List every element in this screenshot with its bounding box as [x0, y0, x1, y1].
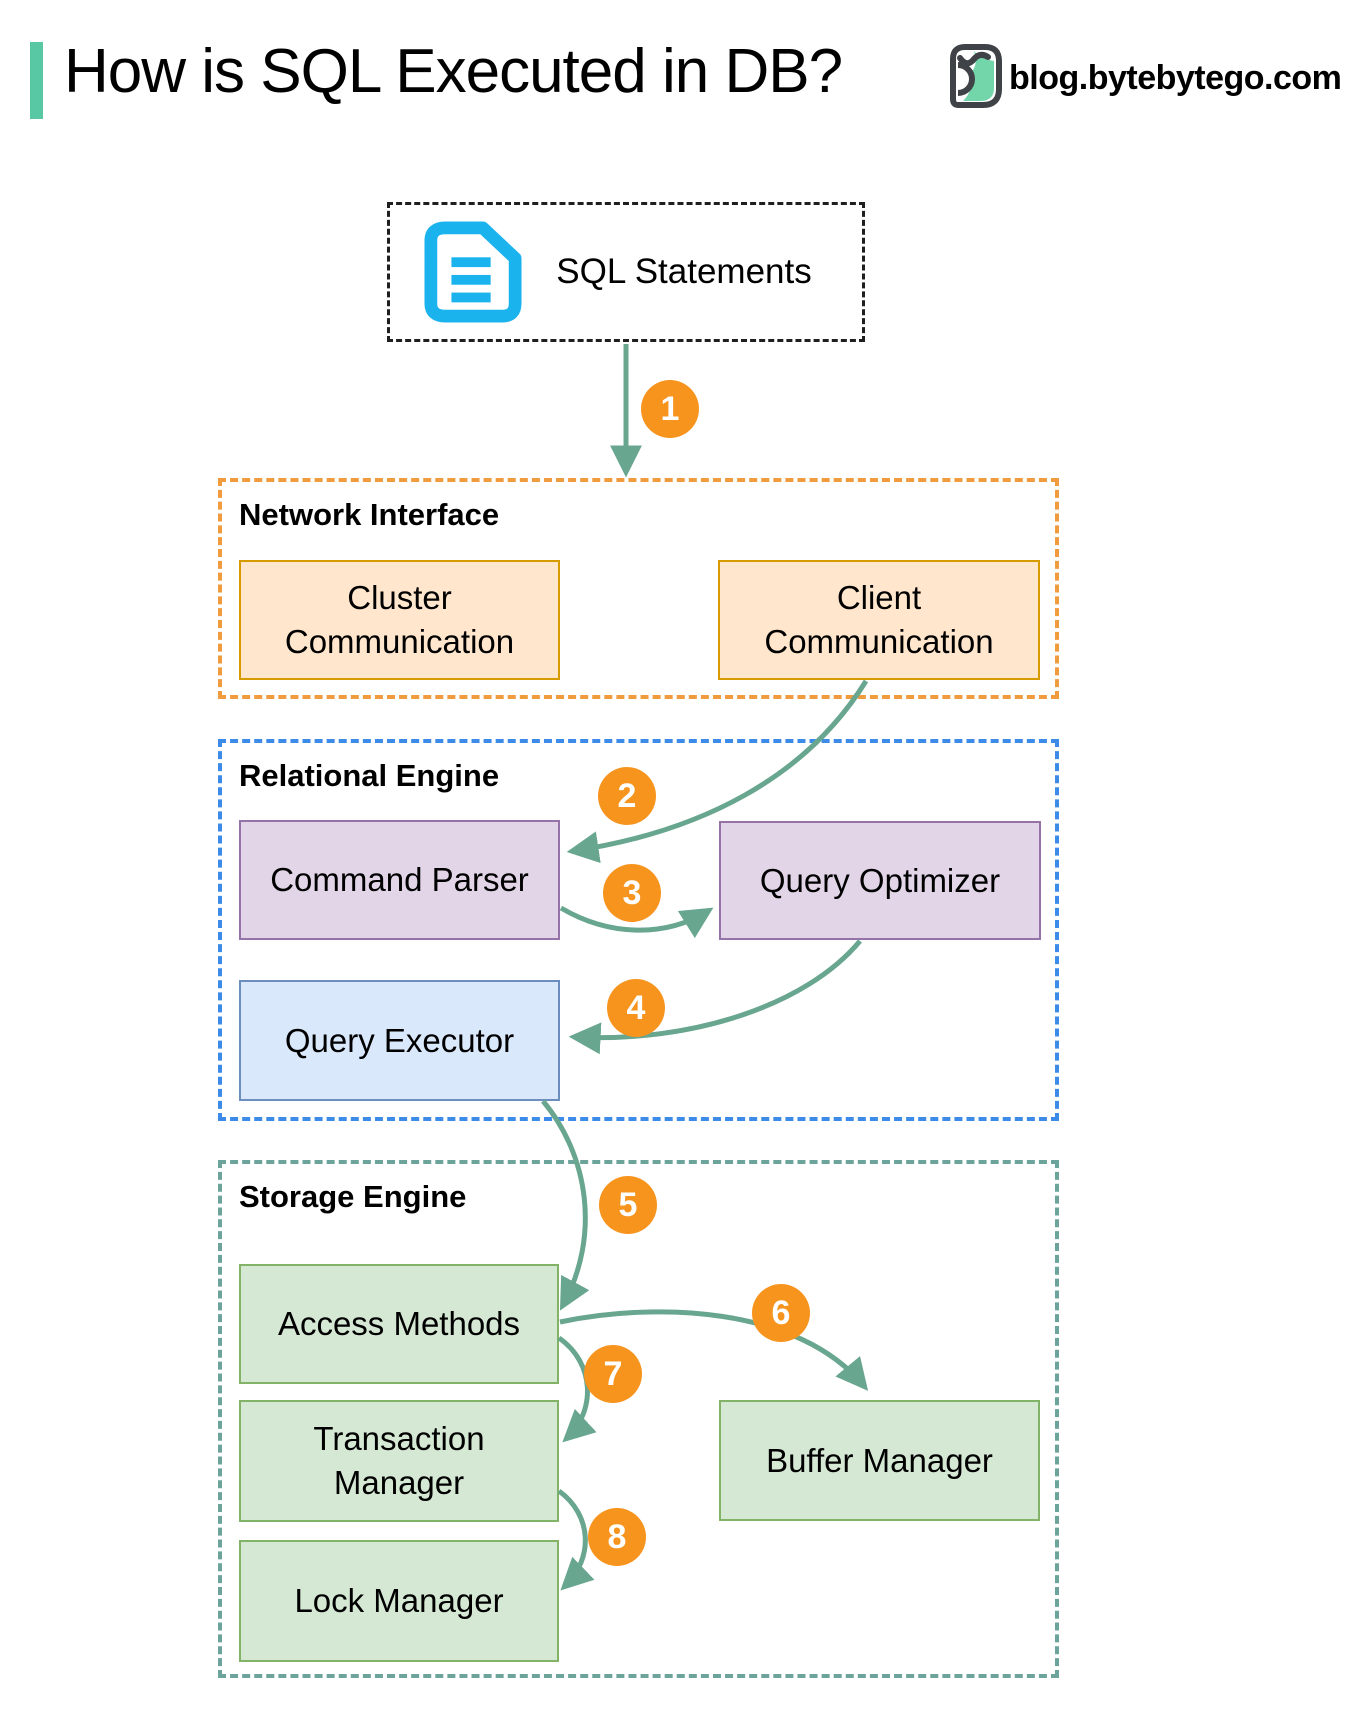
section-label-network-interface: Network Interface [239, 497, 500, 532]
brand: blog.bytebytego.com [950, 44, 1342, 113]
node-client-communication: Client Communication [718, 560, 1040, 680]
step-badge-5: 5 [599, 1176, 657, 1234]
node-access-methods: Access Methods [239, 1264, 559, 1384]
node-query-optimizer: Query Optimizer [719, 821, 1041, 940]
step-badge-6: 6 [752, 1284, 810, 1342]
site-url-label: blog.bytebytego.com [1009, 59, 1342, 97]
node-sql-statements: SQL Statements [387, 202, 865, 342]
bytebytego-owl-logo-icon [950, 44, 1002, 113]
step-badge-7: 7 [584, 1345, 642, 1403]
sql-statements-label: SQL Statements [556, 252, 812, 291]
section-label-storage-engine: Storage Engine [239, 1179, 467, 1214]
step-badge-4: 4 [607, 979, 665, 1037]
node-query-executor: Query Executor [239, 980, 560, 1101]
title-accent-bar [30, 42, 43, 119]
node-buffer-manager: Buffer Manager [719, 1400, 1040, 1521]
document-icon [424, 221, 522, 323]
step-badge-3: 3 [603, 864, 661, 922]
node-lock-manager: Lock Manager [239, 1540, 559, 1662]
step-badge-2: 2 [598, 767, 656, 825]
step-badge-1: 1 [641, 380, 699, 438]
step-badge-8: 8 [588, 1508, 646, 1566]
node-cluster-communication: Cluster Communication [239, 560, 560, 680]
section-storage-engine: Storage Engine [218, 1160, 1059, 1678]
node-transaction-manager: Transaction Manager [239, 1400, 559, 1522]
page-title: How is SQL Executed in DB? [64, 37, 843, 106]
section-label-relational-engine: Relational Engine [239, 758, 500, 793]
node-command-parser: Command Parser [239, 820, 560, 940]
